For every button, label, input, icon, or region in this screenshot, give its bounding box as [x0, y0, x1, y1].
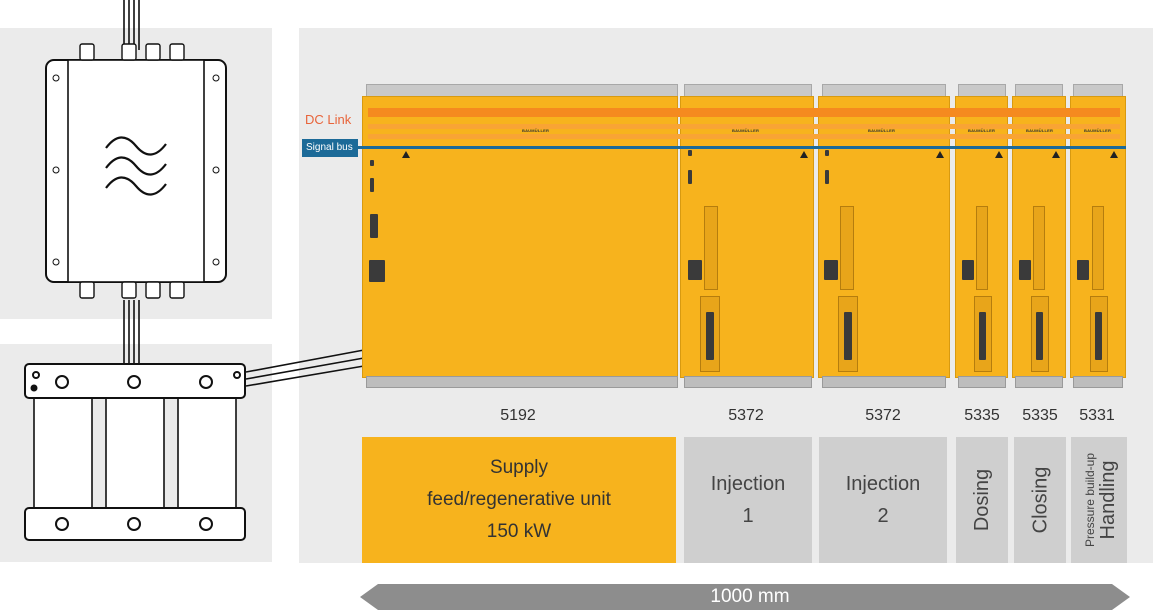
function-line: 2	[877, 505, 889, 527]
model-number: 5372	[728, 407, 764, 424]
port	[962, 260, 974, 280]
model-number: 5335	[1022, 407, 1058, 424]
function-box-dosing: Dosing	[956, 437, 1008, 563]
function-box-supply: Supply feed/regenerative unit 150 kW	[362, 437, 676, 563]
function-line: Injection	[710, 473, 786, 495]
brand-mark: BAUMÜLLER	[732, 128, 760, 133]
function-line: 150 kW	[486, 521, 552, 542]
model-number: 5372	[865, 407, 901, 424]
module-5372-2-base	[822, 376, 946, 388]
warning-icon	[995, 151, 1003, 158]
port	[688, 150, 692, 156]
warning-icon	[936, 151, 944, 158]
function-line: Handling	[1097, 460, 1119, 540]
port	[825, 170, 829, 184]
model-number: 5192	[500, 407, 536, 424]
dimension-arrow	[360, 584, 1130, 610]
port	[688, 260, 702, 280]
choke-icon	[24, 363, 246, 541]
function-line: Injection	[845, 473, 921, 495]
function-line: 1	[742, 505, 754, 527]
function-line: Dosing	[971, 468, 994, 532]
port-plate	[840, 206, 854, 290]
module-5331-base	[1073, 376, 1123, 388]
function-box-injection-1: Injection 1	[684, 437, 812, 563]
function-box-handling: Pressure build-up Handling	[1071, 437, 1127, 563]
dc-link-bar	[368, 134, 1120, 139]
brand-mark: BAUMÜLLER	[968, 128, 996, 133]
model-number: 5331	[1079, 407, 1115, 424]
port	[370, 178, 374, 192]
dimension-label: 1000 mm	[710, 586, 790, 607]
port	[1095, 312, 1102, 360]
function-line: Supply	[489, 457, 549, 478]
brand-mark: BAUMÜLLER	[522, 128, 550, 133]
function-line: Closing	[1029, 466, 1052, 534]
port	[824, 260, 838, 280]
module-5372-1-base	[684, 376, 812, 388]
brand-mark: BAUMÜLLER	[1084, 128, 1112, 133]
warning-icon	[1110, 151, 1118, 158]
port	[1077, 260, 1089, 280]
brand-mark: BAUMÜLLER	[1026, 128, 1054, 133]
port	[1036, 312, 1043, 360]
module-5335-2-base	[1015, 376, 1063, 388]
warning-icon	[1052, 151, 1060, 158]
model-number: 5335	[964, 407, 1000, 424]
port-plate	[1033, 206, 1045, 290]
port	[706, 312, 714, 360]
signal-bus-line	[356, 146, 1126, 149]
port	[1019, 260, 1031, 280]
port-plate	[976, 206, 988, 290]
dc-link-bar	[368, 124, 1120, 129]
port	[844, 312, 852, 360]
dc-link-bar	[368, 108, 1120, 117]
module-5192	[362, 96, 678, 378]
function-line: feed/regenerative unit	[427, 489, 611, 510]
brand-mark: BAUMÜLLER	[868, 128, 896, 133]
port-plate	[704, 206, 718, 290]
port	[370, 160, 374, 166]
port	[979, 312, 986, 360]
warning-icon	[402, 151, 410, 158]
signal-bus-label: Signal bus	[302, 139, 358, 157]
function-box-closing: Closing	[1014, 437, 1066, 563]
module-5192-base	[366, 376, 678, 388]
warning-icon	[800, 151, 808, 158]
port	[369, 260, 385, 282]
filter-icon	[45, 43, 227, 299]
port	[825, 150, 829, 156]
port	[688, 170, 692, 184]
port-plate	[1092, 206, 1104, 290]
dc-link-label: DC Link	[305, 112, 352, 127]
function-box-injection-2: Injection 2	[819, 437, 947, 563]
module-5335-1-base	[958, 376, 1006, 388]
port	[370, 214, 378, 238]
